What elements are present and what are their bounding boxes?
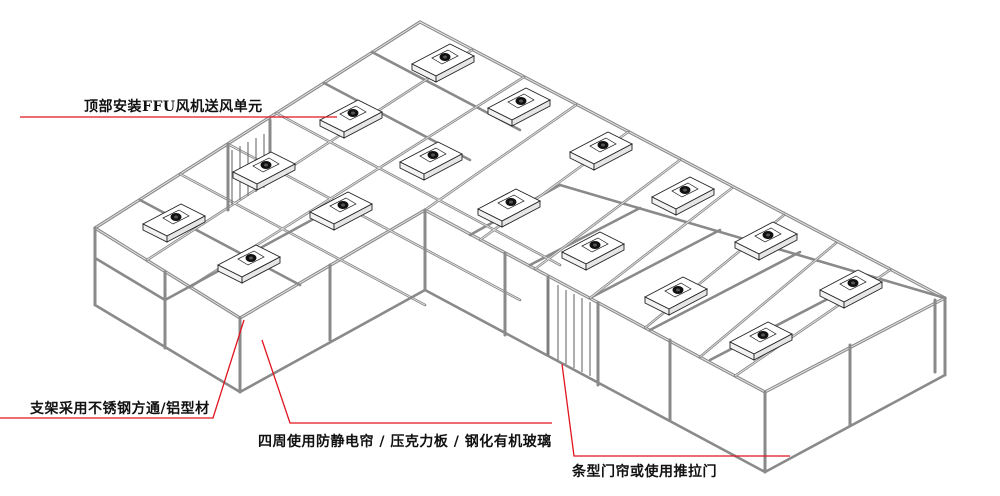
label-top-ffu: 顶部安装FFU风机送风单元 [84,99,263,115]
leader-line-frame [0,319,245,419]
ffu-unit [232,151,296,191]
posts [93,118,947,474]
leader-line-wall [261,339,552,424]
label-door: 条型门帘或使用推拉门 [572,464,717,480]
leader-lines [0,116,790,457]
ffu-unit [217,244,281,284]
ffu-unit [644,276,708,316]
ffu-unit [734,221,798,261]
ffu-unit [142,203,206,243]
leader-line-door [561,363,790,457]
ffu-unit [729,321,793,361]
ffu-units [142,43,883,361]
ffu-unit [569,131,633,171]
ffu-unit [309,191,373,231]
label-frame-material: 支架采用不锈钢方通/铝型材 [30,401,210,417]
ffu-unit [561,231,625,271]
label-wall-material: 四周使用防静电帘 / 压克力板 / 钢化有机玻璃 [258,434,552,450]
ffu-unit [319,99,383,139]
strip-door [547,280,591,376]
ffu-unit [411,43,475,83]
ffu-unit [477,188,541,228]
